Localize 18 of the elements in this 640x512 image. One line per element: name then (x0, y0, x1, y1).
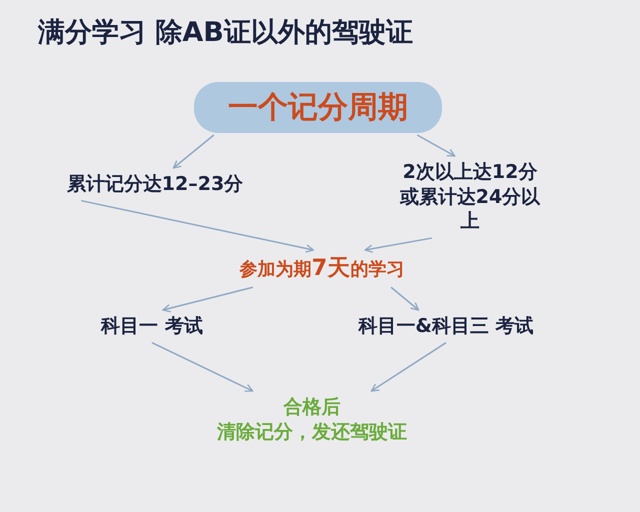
pill-box (194, 82, 442, 133)
node-label: 科目一&科目三 考试 (358, 314, 534, 339)
arrow (162, 286, 254, 312)
arrow (416, 134, 456, 157)
arrow (172, 134, 214, 169)
arrow (152, 342, 254, 392)
arrow (390, 286, 420, 311)
arrow (81, 200, 314, 253)
arrow (364, 237, 432, 253)
node-label: 一个记分周期 (228, 89, 408, 127)
node-label: 合格后 (284, 395, 340, 420)
node-label: 科目一 考试 (101, 314, 203, 339)
node-label: 2次以上达12分或累计达24分以上 (398, 160, 542, 234)
node-label: 参加为期7天的学习 (240, 254, 404, 283)
title: 满分学习 除AB证以外的驾驶证 (38, 16, 413, 50)
arrow (370, 342, 446, 392)
node-label: 清除记分，发还驾驶证 (217, 420, 407, 444)
node-label: 累计记分达12–23分 (66, 172, 244, 197)
